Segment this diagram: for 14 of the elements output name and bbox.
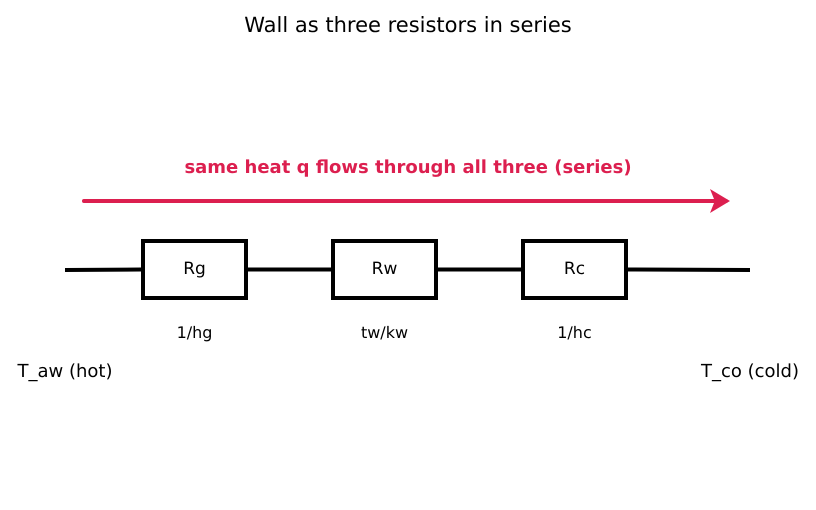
formula-label: 1/hg [176, 322, 214, 344]
wire [438, 268, 521, 272]
wire [628, 268, 750, 272]
formula-label: 1/hc [556, 322, 593, 344]
terminal-label: T_co (cold) [700, 360, 800, 384]
wire [64, 268, 142, 272]
flow-note: same heat q flows through all three (series) [183, 156, 633, 180]
resistor-box: Rw [331, 239, 438, 300]
resistor-box: Rc [521, 239, 628, 300]
wire [248, 268, 331, 272]
resistor-box: Rg [141, 239, 248, 300]
formula-label: tw/kw [360, 322, 410, 344]
diagram-title: Wall as three resistors in series [243, 12, 573, 39]
terminal-label: T_aw (hot) [16, 360, 114, 384]
